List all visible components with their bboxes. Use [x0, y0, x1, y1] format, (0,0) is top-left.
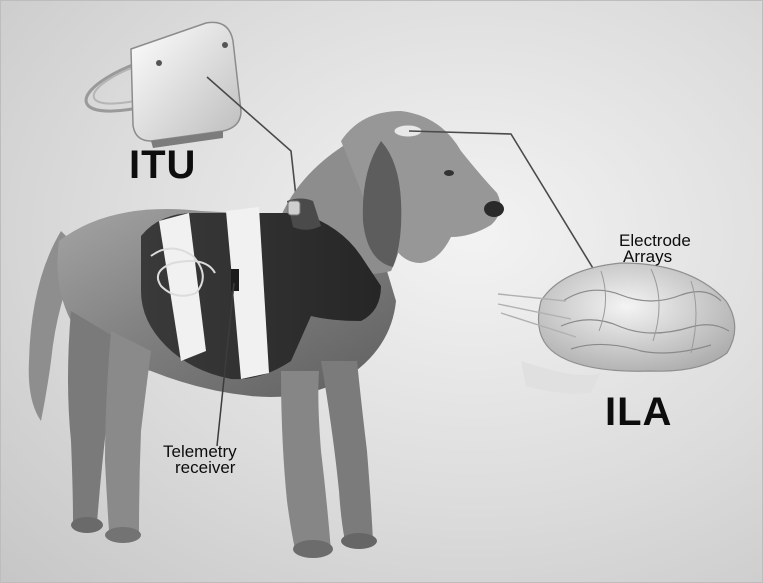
- ila-label: ILA: [605, 390, 672, 435]
- brain-illustration: [498, 263, 735, 394]
- electrode-arrays-label: Electrode Arrays: [619, 233, 691, 265]
- telemetry-receiver-label: Telemetry receiver: [163, 444, 237, 476]
- telemetry-label-line2: receiver: [163, 460, 237, 476]
- itu-label: ITU: [129, 143, 196, 188]
- electrode-label-line2: Arrays: [619, 249, 691, 265]
